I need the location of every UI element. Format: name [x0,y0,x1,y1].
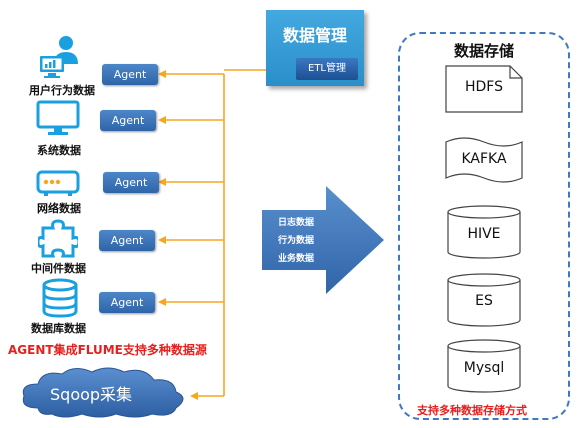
agent-button-network[interactable]: Agent [103,172,159,193]
data-management-title: 数据管理 [282,26,347,45]
source-label-network: 网络数据 [37,202,81,215]
arrow-item-behavior: 行为数据 [278,236,315,246]
data-storage-title: 数据存储 [453,42,514,60]
arrow-item-business: 业务数据 [278,254,315,264]
source-label-user: 用户行为数据 [29,84,95,97]
router-icon [36,170,80,196]
storage-item-es: ES [475,293,493,309]
storage-item-mysql: Mysql [463,360,505,376]
agent-button-system[interactable]: Agent [100,110,156,131]
data-storage-panel [398,32,570,420]
source-label-database: 数据库数据 [31,322,86,335]
database-icon [42,278,78,318]
agent-caption: AGENT集成FLUME支持多种数据源 [8,343,207,357]
agent-button-user[interactable]: Agent [102,64,158,85]
arrow-item-log: 日志数据 [278,218,315,228]
es-cylinder-icon [447,273,521,327]
source-label-middleware: 中间件数据 [31,262,86,275]
sqoop-label: Sqoop采集 [50,385,133,404]
mysql-cylinder-icon [447,339,521,393]
storage-item-hive: HIVE [467,226,501,242]
agent-button-middleware[interactable]: Agent [99,230,155,251]
user-computer-icon [40,36,78,78]
storage-caption: 支持多种数据存储方式 [417,404,527,417]
data-flow-arrow [262,186,384,294]
etl-management-button[interactable]: ETL管理 [296,58,358,80]
puzzle-icon [38,219,78,258]
agent-button-database[interactable]: Agent [99,292,155,313]
source-label-system: 系统数据 [37,144,81,157]
kafka-tape-icon [445,137,523,183]
storage-item-kafka: KAFKA [461,151,507,167]
hive-cylinder-icon [447,205,521,259]
hdfs-document-icon [445,65,523,113]
storage-item-hdfs: HDFS [464,79,503,95]
monitor-icon [36,100,80,135]
cloud-icon [22,367,184,418]
